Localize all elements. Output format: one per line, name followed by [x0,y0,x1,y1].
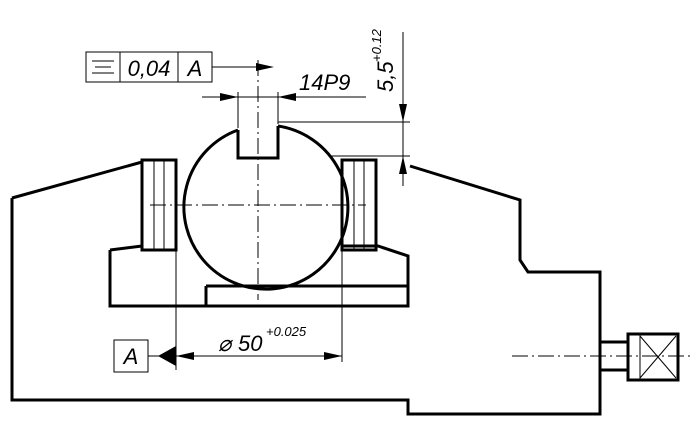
diameter-tolerance: +0.025 [266,324,307,339]
symmetry-symbol-icon [92,60,114,74]
fixture-inner-cavity [108,244,410,308]
fixture-body-outline [10,164,602,416]
diameter-dim-arrow [176,352,194,360]
diameter-symbol: ⌀ [218,331,234,356]
tolerance-leader-arrow [256,63,274,71]
diameter-value: 50 [238,331,263,356]
tolerance-value: 0,04 [128,56,171,81]
keyway-depth-tolerance: +0.12 [369,28,384,62]
fixture-body-left-slope [11,160,143,200]
depth-dim-arrow [399,156,407,174]
tolerance-datum: A [186,56,203,81]
shaft-circle [182,124,350,291]
support-plate [204,284,408,306]
diameter-dim-arrow [324,352,342,360]
screw-head-cross [639,335,677,379]
keyway-depth-label: 5,5 [373,61,398,92]
keyway-dim-arrow [220,93,238,101]
keyway-dim-arrow [278,93,296,101]
keyway-width-label: 14P9 [299,70,350,95]
depth-dim-arrow [399,104,407,122]
screw-shaft [600,340,628,372]
screw-head [626,332,680,382]
datum-triangle-icon [158,346,176,366]
datum-label: A [122,344,139,369]
